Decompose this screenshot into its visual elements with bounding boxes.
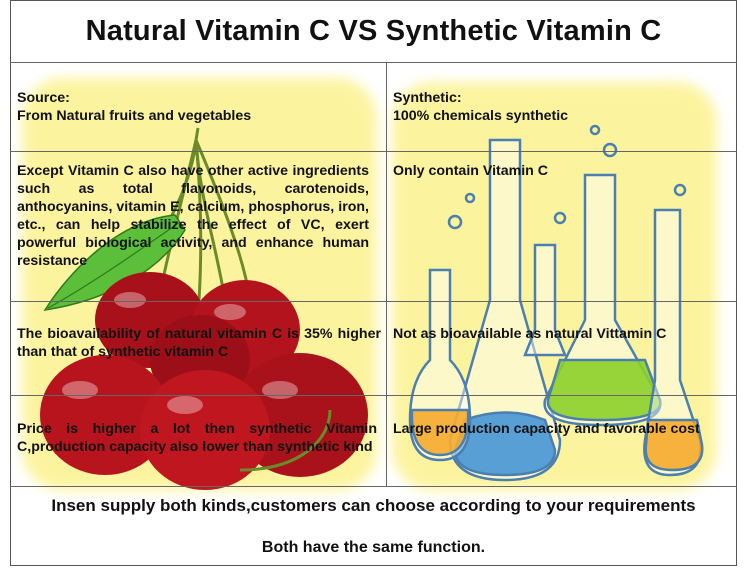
row-divider <box>10 62 737 63</box>
synthetic-source-label: Synthetic: <box>393 90 462 106</box>
row-divider <box>10 301 737 302</box>
footer-supply-note: Insen supply both kinds,customers can ch… <box>51 496 696 515</box>
natural-bioavailability-cell: The bioavailability of natural vitamin C… <box>17 326 381 360</box>
synthetic-source-value: 100% chemicals synthetic <box>393 108 569 124</box>
natural-source-cell: Source: From Natural fruits and vegetabl… <box>17 89 379 125</box>
column-divider <box>386 62 387 486</box>
natural-price-cell: Price is higher a lot then synthetic Vit… <box>17 421 377 455</box>
natural-source-value: From Natural fruits and vegetables <box>17 108 252 124</box>
row-divider <box>10 151 737 152</box>
cherries-illustration <box>40 127 368 490</box>
synthetic-source-cell: Synthetic: 100% chemicals synthetic <box>393 89 728 125</box>
synthetic-bioavailability-cell: Not as bioavailable as natural Vittamin … <box>393 326 667 342</box>
row-divider <box>10 486 737 487</box>
comparison-table-frame <box>10 0 737 566</box>
page-title: Natural Vitamin C VS Synthetic Vitamin C <box>85 14 662 47</box>
footer-function-note: Both have the same function. <box>261 539 486 556</box>
natural-ingredients-cell: Except Vitamin C also have other active … <box>17 163 369 269</box>
natural-source-label: Source: <box>17 90 70 106</box>
synthetic-ingredients-cell: Only contain Vitamin C <box>393 163 549 179</box>
synthetic-price-cell: Large production capacity and favorable … <box>393 421 700 437</box>
row-divider <box>10 395 737 396</box>
